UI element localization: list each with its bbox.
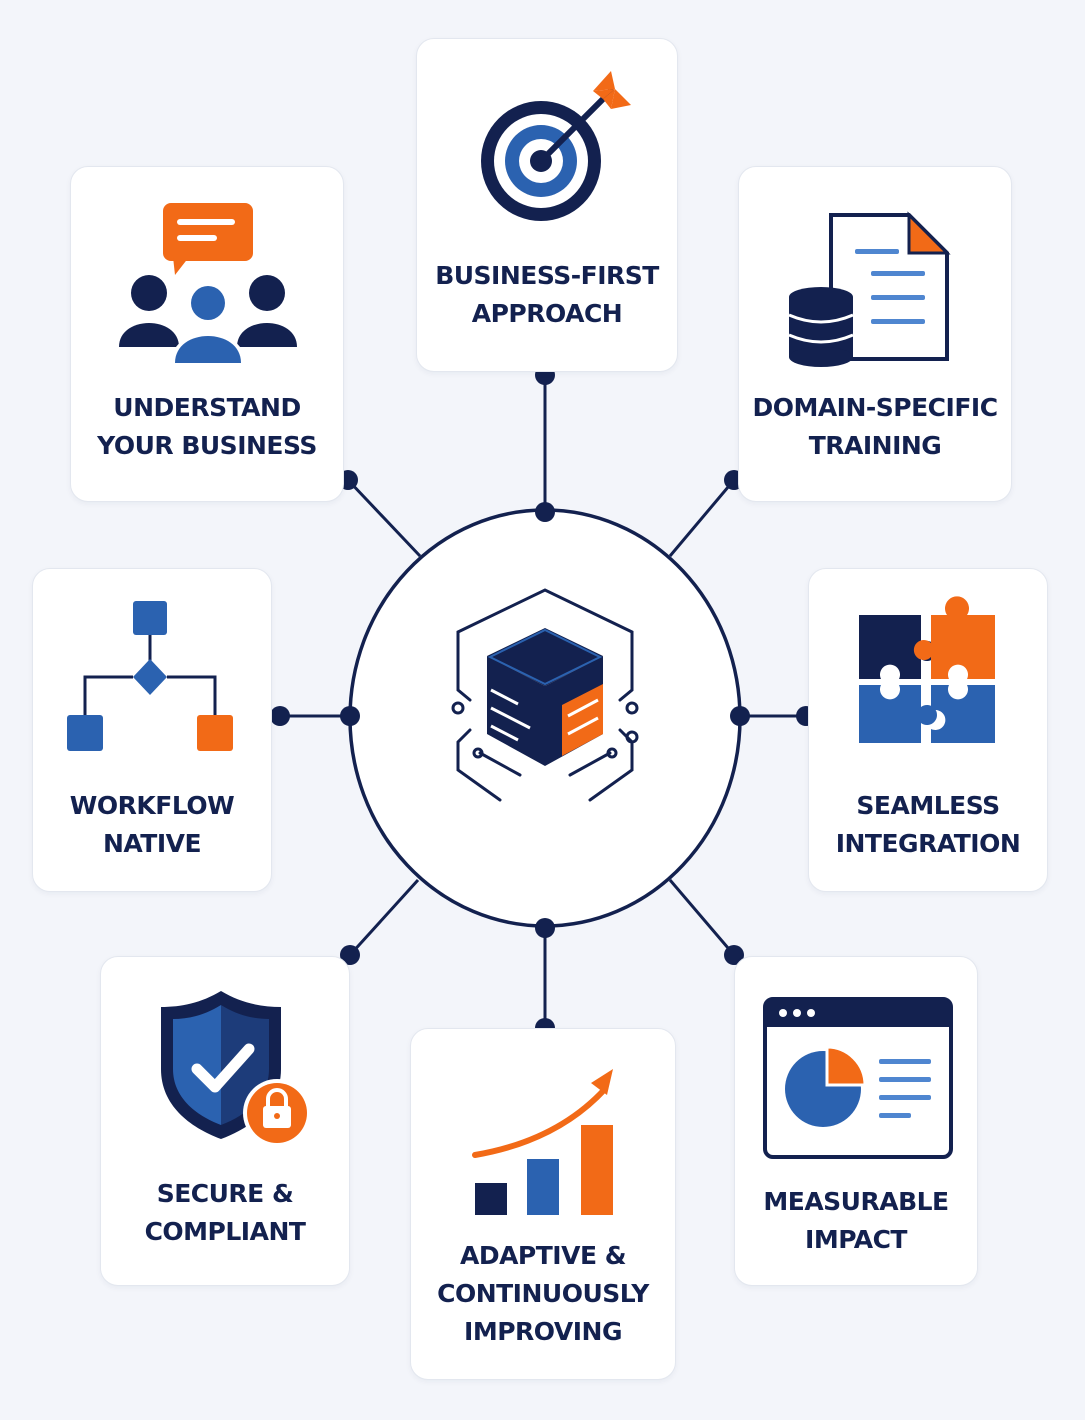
target-arrow-icon <box>481 71 631 221</box>
card-integration: SEAMLESS INTEGRATION <box>808 568 1048 892</box>
card-label: ADAPTIVE & CONTINUOUSLY IMPROVING <box>437 1241 649 1346</box>
card-understand: UNDERSTAND YOUR BUSINESS <box>70 166 344 502</box>
dashboard-pie-icon <box>763 997 953 1159</box>
cube-circuit-icon <box>451 588 639 802</box>
puzzle-icon <box>859 596 995 743</box>
shield-lock-icon <box>161 991 311 1147</box>
team-chat-icon <box>119 203 297 363</box>
card-label: MEASURABLE IMPACT <box>763 1187 949 1254</box>
card-label: UNDERSTAND YOUR BUSINESS <box>97 393 317 460</box>
growth-chart-icon <box>472 1069 613 1215</box>
card-workflow: WORKFLOW NATIVE <box>32 568 272 892</box>
card-label: DOMAIN-SPECIFIC TRAINING <box>752 393 998 460</box>
card-business-first: BUSINESS-FIRST APPROACH <box>416 38 678 372</box>
card-label: WORKFLOW NATIVE <box>69 791 235 858</box>
database-document-icon <box>788 211 951 367</box>
workflow-diagram-icon <box>67 601 233 751</box>
card-label: BUSINESS-FIRST APPROACH <box>435 261 659 328</box>
card-secure: SECURE & COMPLIANT <box>100 956 350 1286</box>
card-measurable: MEASURABLE IMPACT <box>734 956 978 1286</box>
card-adaptive: ADAPTIVE & CONTINUOUSLY IMPROVING <box>410 1028 676 1380</box>
card-label: SEAMLESS INTEGRATION <box>835 791 1021 858</box>
card-domain: DOMAIN-SPECIFIC TRAINING <box>738 166 1012 502</box>
card-label: SECURE & COMPLIANT <box>144 1179 306 1246</box>
